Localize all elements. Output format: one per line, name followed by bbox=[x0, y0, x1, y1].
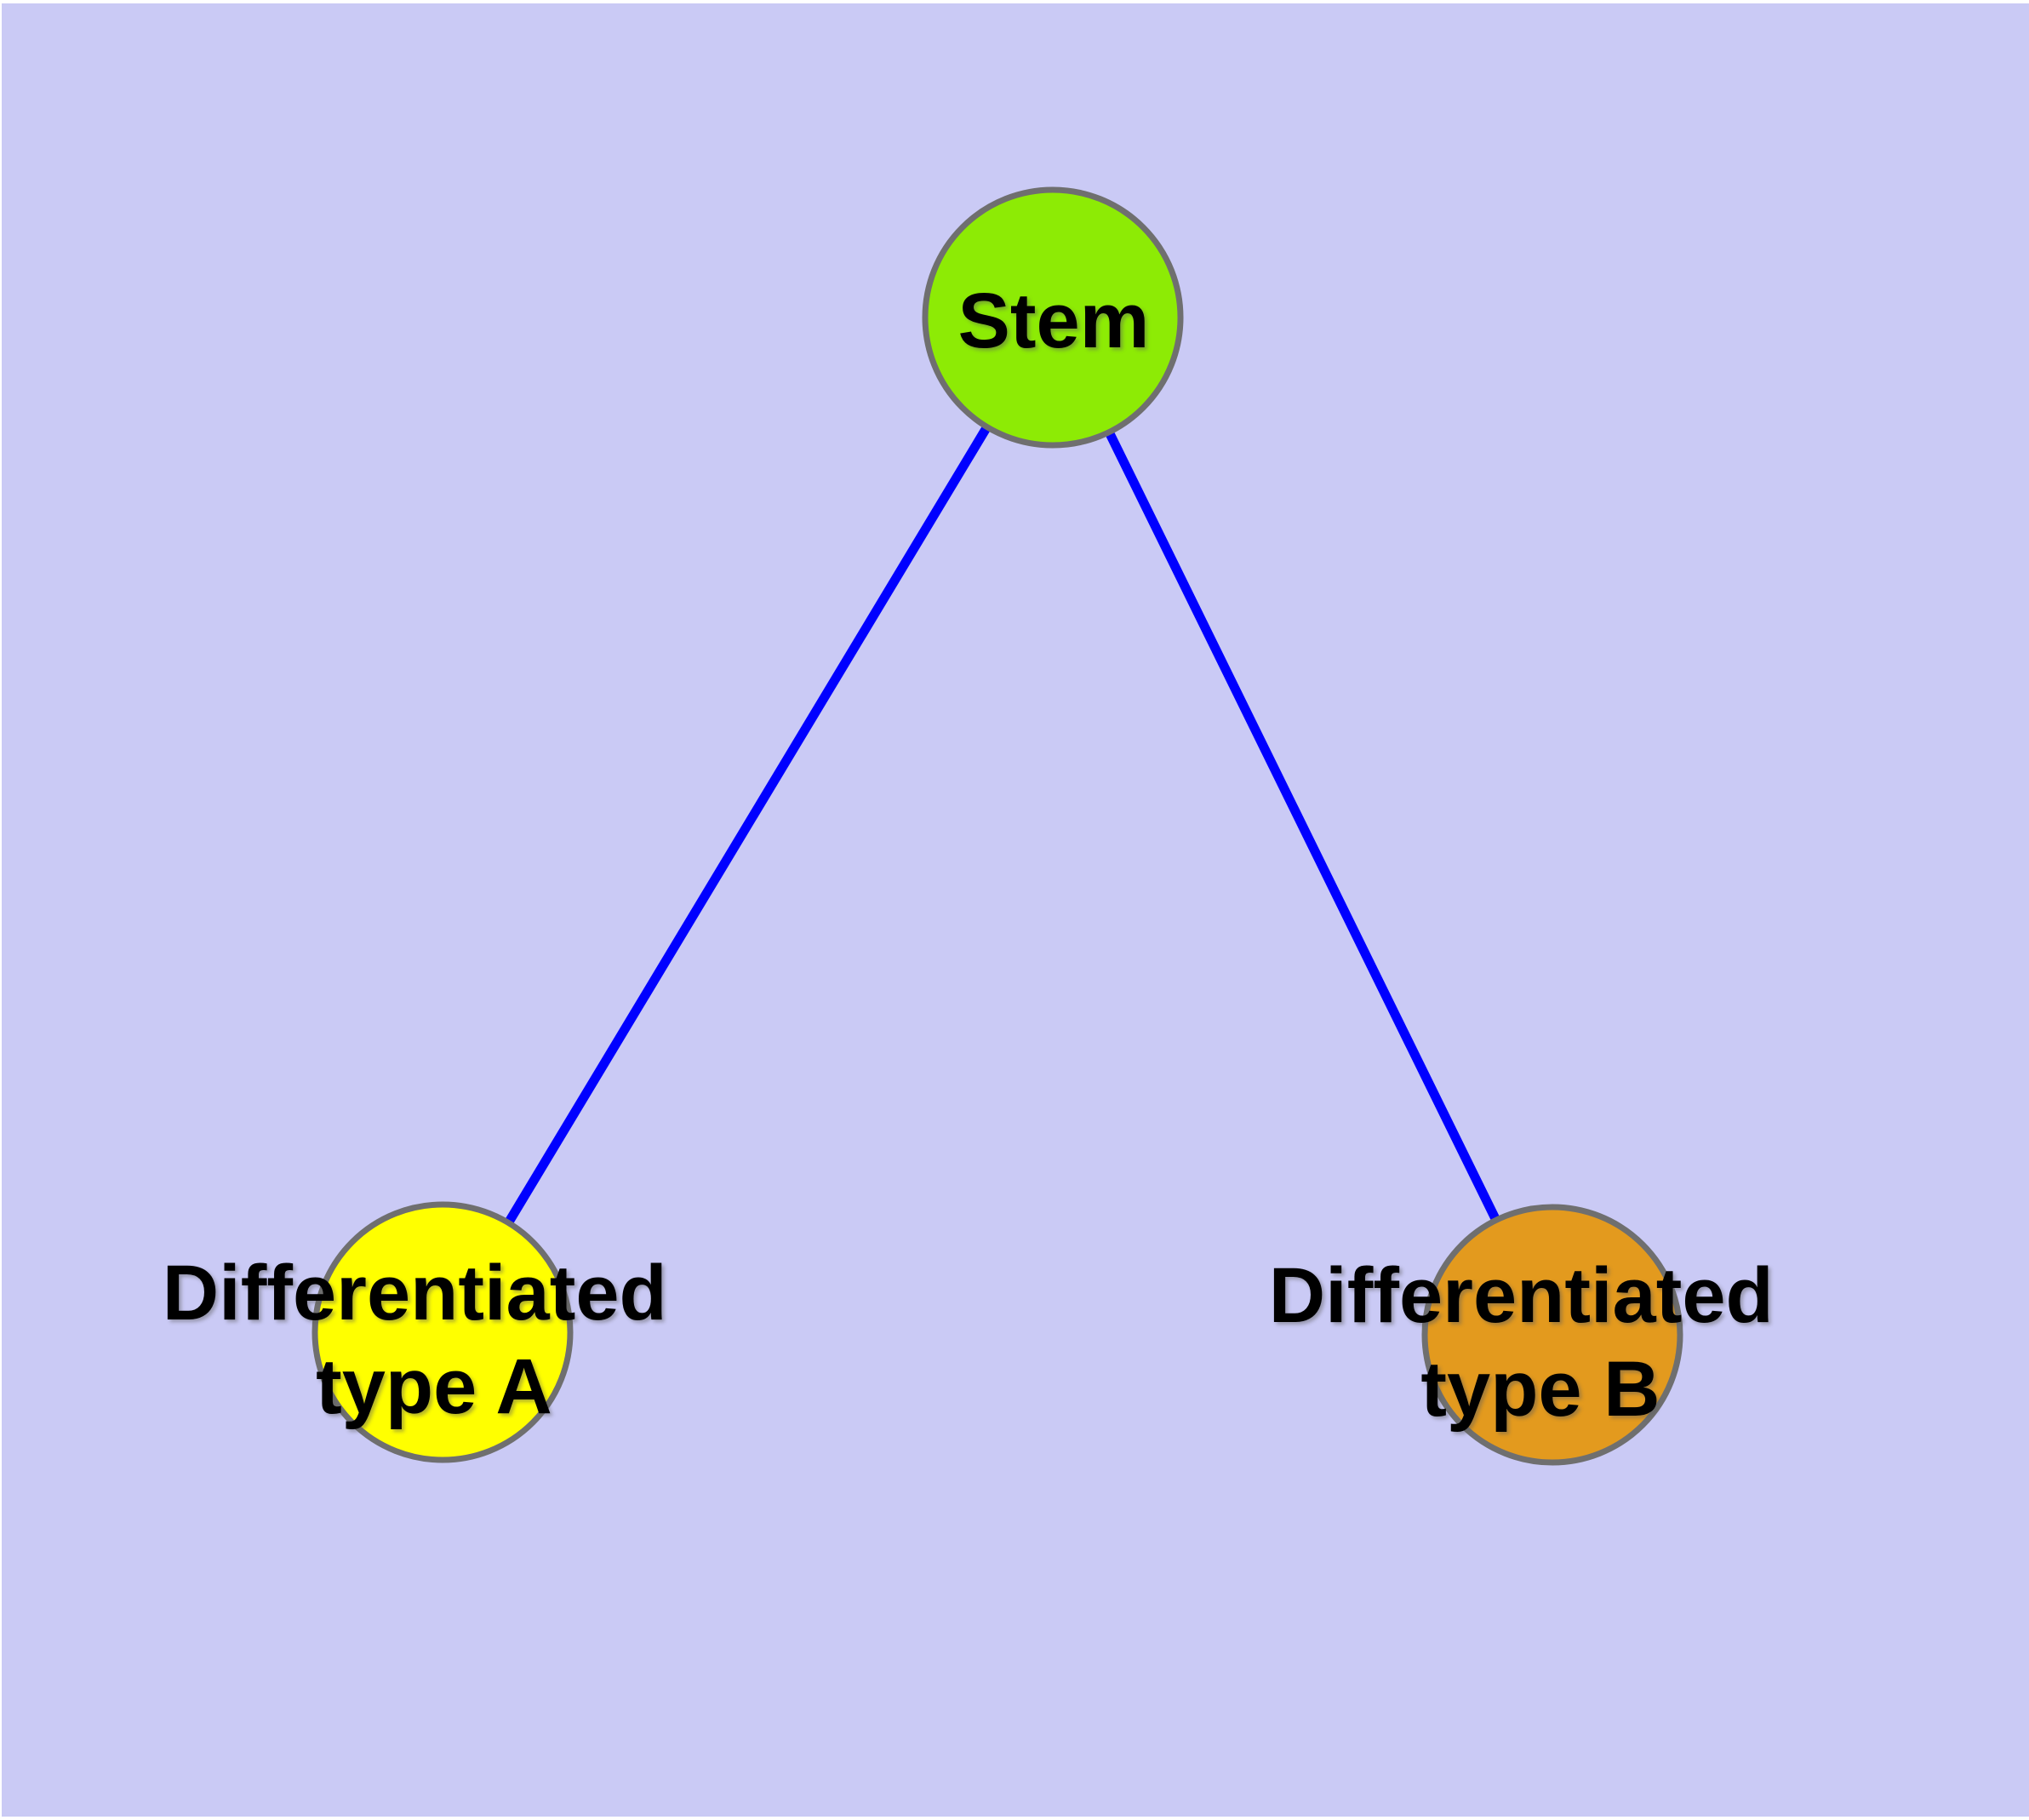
edge-stem-to-type-b bbox=[1049, 315, 1557, 1337]
node-differentiated-type-a-label: Differentiated type A bbox=[163, 1250, 689, 1430]
node-label-line: Differentiated bbox=[1269, 1252, 1774, 1339]
node-differentiated-type-b: Differentiated type B bbox=[1269, 1204, 1796, 1466]
node-stem-circle bbox=[922, 186, 1184, 449]
node-differentiated-type-b-label: Differentiated type B bbox=[1269, 1252, 1796, 1433]
node-stem: Stem bbox=[922, 186, 1184, 449]
node-differentiated-type-a-circle bbox=[311, 1201, 574, 1463]
node-differentiated-type-b-circle bbox=[1421, 1204, 1683, 1466]
node-label-line: type A bbox=[316, 1343, 552, 1430]
node-label-line: Differentiated bbox=[163, 1250, 667, 1336]
edge-stem-to-type-a bbox=[438, 315, 1057, 1335]
node-differentiated-type-a: Differentiated type A bbox=[163, 1201, 689, 1463]
node-label-line: type B bbox=[1420, 1346, 1660, 1433]
node-stem-label: Stem bbox=[958, 278, 1150, 364]
node-stem-label-line: Stem bbox=[958, 278, 1150, 364]
